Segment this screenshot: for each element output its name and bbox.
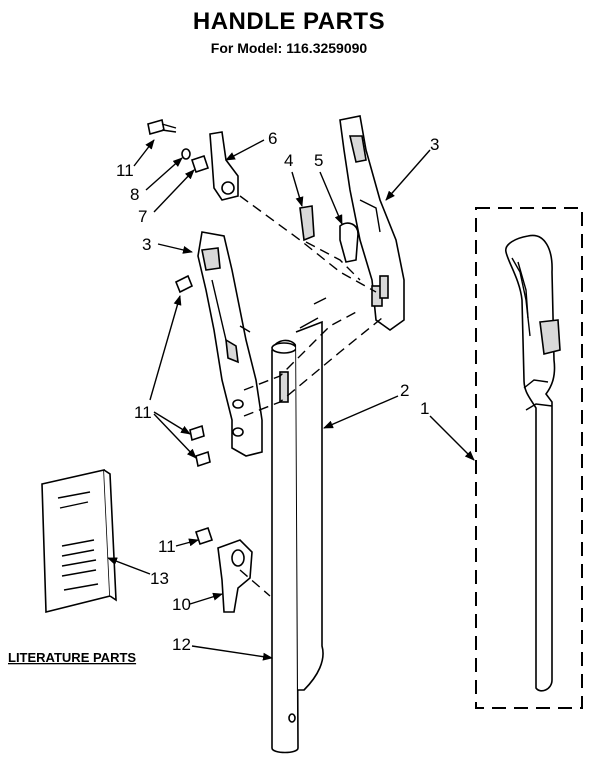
callout-11-screw-top: 11 xyxy=(116,161,134,180)
callout-12-lower-tube: 12 xyxy=(172,635,191,654)
model-subtitle: For Model: 116.3259090 xyxy=(210,40,368,56)
callout-leaders xyxy=(107,139,475,661)
assembly-guide-lines xyxy=(239,195,383,597)
callout-4-clip: 4 xyxy=(284,151,293,170)
callout-numbers: 11 8 7 6 4 5 3 3 11 2 1 11 13 10 12 xyxy=(116,129,439,654)
callout-2-tube: 2 xyxy=(400,381,409,400)
callout-10-clip: 10 xyxy=(172,595,191,614)
small-hardware-drawing xyxy=(147,118,359,613)
handle-tube-drawing xyxy=(271,297,327,754)
literature-parts-label: LITERATURE PARTS xyxy=(8,650,136,665)
callout-3-left-half: 3 xyxy=(142,235,151,254)
callout-5-release: 5 xyxy=(314,151,323,170)
callout-11-screw-clip: 11 xyxy=(158,537,176,556)
callout-13-literature: 13 xyxy=(150,569,169,588)
assembled-handle-drawing xyxy=(505,234,561,692)
handle-assembly-box xyxy=(475,207,583,709)
left-handle-half-drawing xyxy=(197,231,263,457)
callout-3-right-half: 3 xyxy=(430,135,439,154)
right-handle-half-drawing xyxy=(339,115,405,331)
callout-7-spacer: 7 xyxy=(138,207,147,226)
literature-booklet-drawing xyxy=(41,469,117,614)
callout-1-handle-assembly: 1 xyxy=(420,399,429,418)
callout-6-lever: 6 xyxy=(268,129,277,148)
callout-8-washer: 8 xyxy=(130,185,139,204)
page-title: HANDLE PARTS xyxy=(192,8,386,35)
callout-11-screws-left: 11 xyxy=(134,403,152,422)
